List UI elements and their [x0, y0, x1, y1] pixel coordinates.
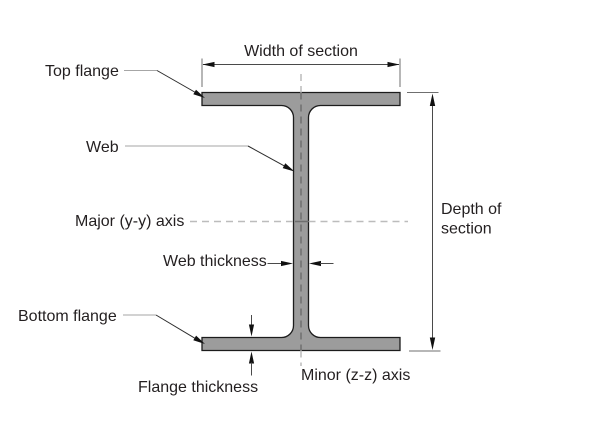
- web-label: Web: [86, 139, 119, 156]
- top-flange-leader-diagonal: [156, 70, 196, 93]
- web-thickness-label: Web thickness: [163, 253, 267, 270]
- flange-thickness-arrow-up-icon: [248, 351, 255, 364]
- top-flange-leader-arrow-icon: [193, 89, 205, 98]
- bottom-flange-leader-diagonal: [155, 314, 196, 339]
- bottom-flange-leader-arrow-icon: [193, 335, 205, 344]
- web-thickness-arrow-right-icon: [281, 260, 293, 267]
- web-leader-diagonal: [247, 145, 286, 167]
- web-leader-arrow-icon: [282, 163, 295, 172]
- flange-thickness-dimension: Flange thickness: [138, 315, 258, 396]
- centerline-axes: Major (y-y) axis Minor (z-z) axis: [75, 74, 410, 384]
- top-flange-label: Top flange: [45, 63, 119, 80]
- depth-dimension-label-line2: section: [441, 221, 492, 238]
- flange-thickness-label: Flange thickness: [138, 379, 258, 396]
- flange-thickness-arrow-down-icon: [248, 324, 255, 337]
- depth-arrow-down-icon: [429, 337, 436, 350]
- major-axis-label: Major (y-y) axis: [75, 213, 184, 230]
- width-arrow-left-icon: [202, 61, 215, 68]
- depth-arrow-up-icon: [429, 93, 436, 106]
- width-dimension: Width of section: [201, 43, 401, 87]
- width-arrow-right-icon: [387, 61, 400, 68]
- depth-dimension-label-line1: Depth of: [441, 201, 502, 218]
- bottom-flange-callout: Bottom flange: [18, 308, 205, 344]
- web-callout: Web: [86, 139, 295, 172]
- web-thickness-arrow-left-icon: [309, 260, 321, 267]
- top-flange-callout: Top flange: [45, 63, 205, 98]
- bottom-flange-label: Bottom flange: [18, 308, 117, 325]
- width-dimension-label: Width of section: [244, 43, 358, 60]
- minor-axis-label: Minor (z-z) axis: [301, 367, 410, 384]
- depth-dimension: Depth of section: [407, 92, 502, 352]
- web-thickness-dimension: Web thickness: [163, 253, 334, 270]
